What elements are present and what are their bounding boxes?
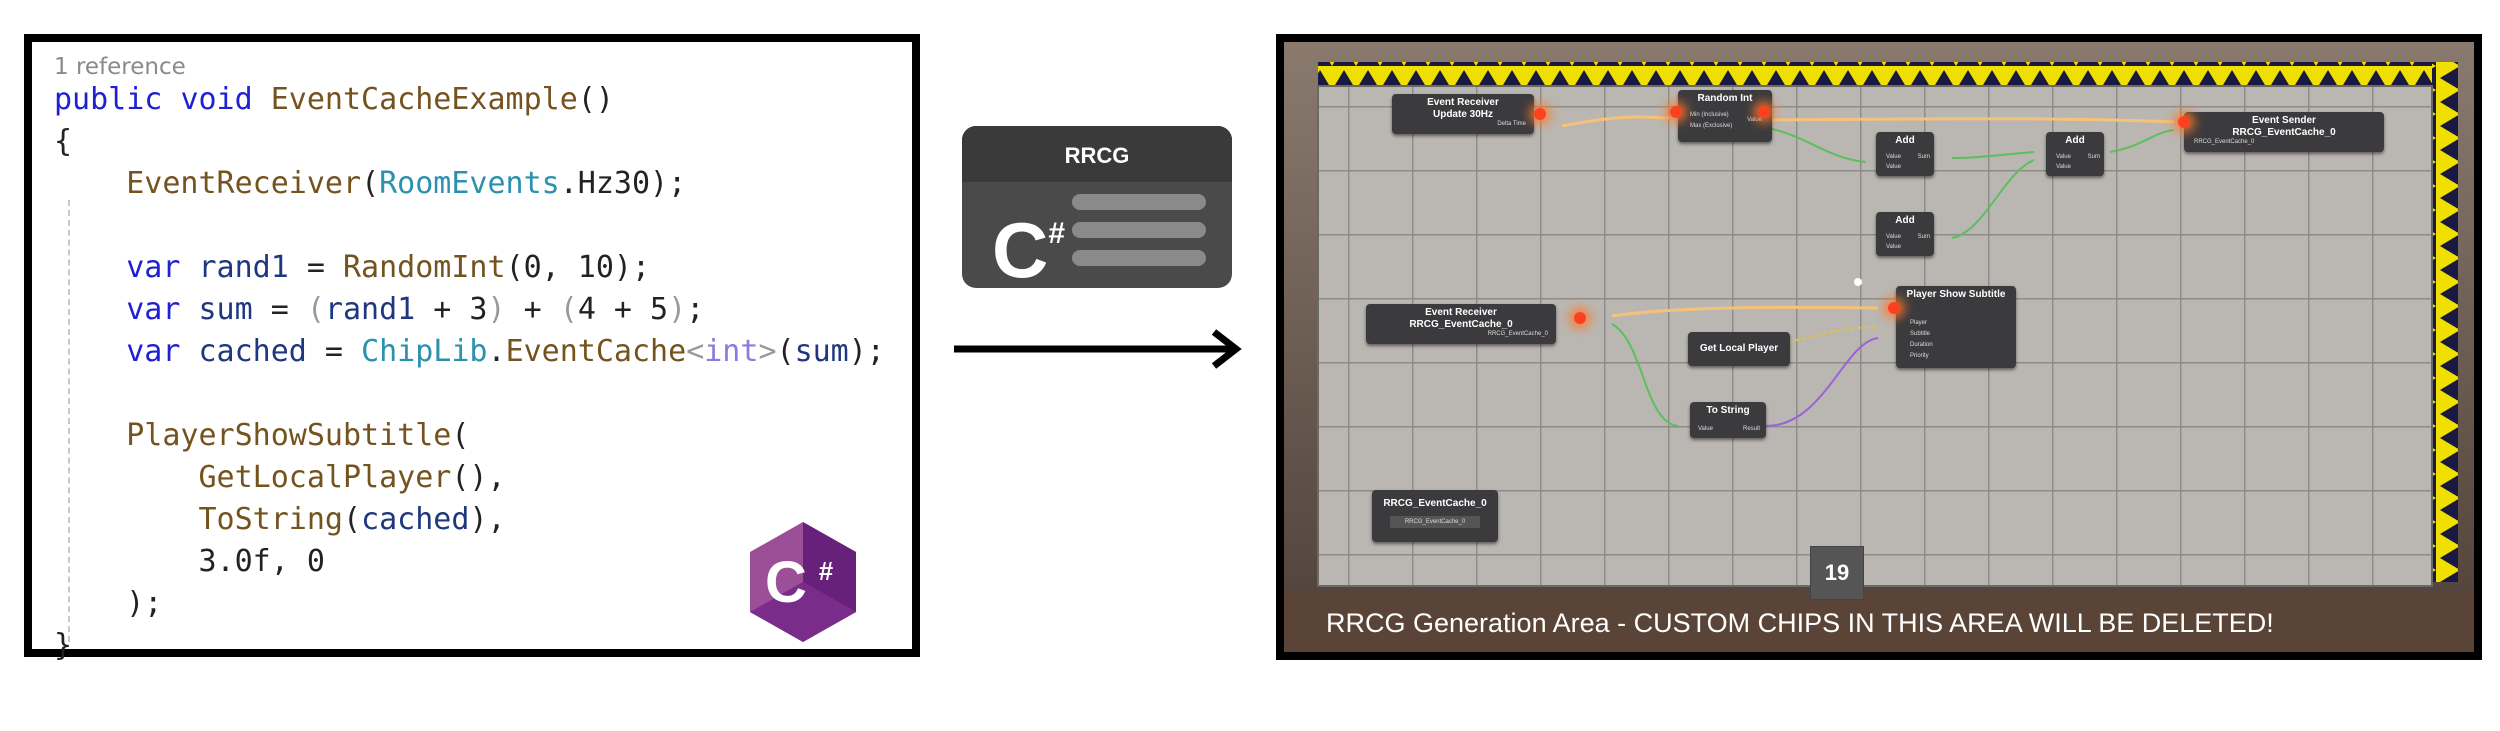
- csharp-logo-icon: C #: [750, 522, 856, 642]
- exec-port-glow: [1888, 302, 1900, 314]
- exec-port-glow: [1758, 106, 1770, 118]
- rrcg-badge: RRCG C#: [962, 126, 1232, 288]
- csharp-logo-sharp: #: [819, 556, 834, 586]
- code-line-icon: [1072, 194, 1206, 210]
- generation-area-warning: RRCG Generation Area - CUSTOM CHIPS IN T…: [1326, 608, 2274, 638]
- exec-port-glow: [1534, 108, 1546, 120]
- exec-port-glow: [1670, 106, 1682, 118]
- code-line[interactable]: EventReceiver(RoomEvents.Hz30);: [126, 166, 687, 201]
- chip-event-receiver-update[interactable]: Event Receiver Update 30Hz Delta Time: [1392, 94, 1534, 134]
- chip-add-3[interactable]: Add Value Value Sum: [1876, 212, 1934, 256]
- code-line-icon: [1072, 250, 1206, 266]
- reference-count[interactable]: 1 reference: [54, 54, 186, 80]
- chip-get-local-player[interactable]: Get Local Player: [1688, 332, 1790, 366]
- rrcg-editor-view: Event Receiver Update 30Hz Delta Time Ra…: [1276, 34, 2482, 660]
- arrow-right-icon: [954, 329, 1242, 369]
- rrcg-badge-title: RRCG: [962, 126, 1232, 182]
- code-editor-panel: 1 reference public void EventCacheExampl…: [24, 34, 920, 663]
- code-line[interactable]: );: [54, 586, 163, 621]
- code-line[interactable]: {: [54, 124, 73, 159]
- chip-add-1[interactable]: Add Value Value Sum: [1876, 132, 1934, 176]
- csharp-glyph-icon: C#: [992, 206, 1066, 288]
- code-line[interactable]: GetLocalPlayer(),: [198, 460, 506, 495]
- csharp-logo-glyph: C: [765, 550, 807, 615]
- exec-port-glow: [2178, 116, 2190, 128]
- code-line[interactable]: PlayerShowSubtitle(: [126, 418, 470, 453]
- chip-count-indicator: 19: [1810, 546, 1864, 600]
- chip-event-definition[interactable]: RRCG_EventCache_0 RRCG_EventCache_0: [1372, 490, 1498, 542]
- chip-add-2[interactable]: Add Value Value Sum: [2046, 132, 2104, 176]
- code-line-icon: [1072, 222, 1206, 238]
- chip-player-show-subtitle[interactable]: Player Show Subtitle Player Subtitle Dur…: [1896, 286, 2016, 368]
- code-line[interactable]: var sum = (rand1 + 3) + (4 + 5);: [126, 292, 705, 327]
- code-line[interactable]: }: [54, 628, 73, 663]
- chip-to-string[interactable]: To String Value Result: [1690, 402, 1766, 438]
- indent-guide: [68, 200, 70, 642]
- chip-random-int[interactable]: Random Int Min (Inclusive) Max (Exclusiv…: [1678, 90, 1772, 142]
- chip-event-receiver-cache[interactable]: Event Receiver RRCG_EventCache_0 RRCG_Ev…: [1366, 304, 1556, 344]
- code-line[interactable]: var cached = ChipLib.EventCache<int>(sum…: [126, 334, 885, 369]
- chip-event-sender[interactable]: Event Sender RRCG_EventCache_0 RRCG_Even…: [2184, 112, 2384, 152]
- code-line[interactable]: ToString(cached),: [198, 502, 506, 537]
- code-line[interactable]: var rand1 = RandomInt(0, 10);: [126, 250, 651, 285]
- code-line[interactable]: 3.0f, 0: [54, 544, 325, 579]
- exec-port-glow: [1574, 312, 1586, 324]
- code-line[interactable]: public void EventCacheExample(): [54, 82, 614, 117]
